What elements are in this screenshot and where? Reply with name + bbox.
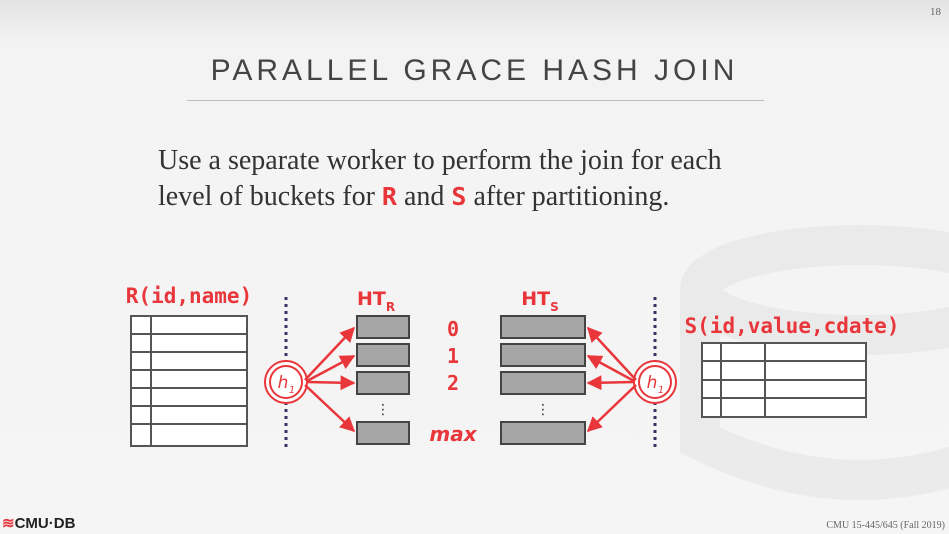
body-line-2-a: level of buckets for [158,181,382,212]
bucket-label-max: max [429,422,477,446]
bucket-label-0: 0 [447,317,459,341]
ht-r-bucket-max [356,421,410,445]
ht-s-bucket-0 [500,315,586,339]
body-line-2-c: after partitioning. [466,181,670,212]
hash-left-symbol: h [278,373,289,393]
ht-s-bucket-1 [500,343,586,367]
table-r [130,315,248,447]
table-r-label: R(id,name) [126,284,252,308]
title-divider [187,100,764,101]
cmu-db-logo: ≋CMU·DB [2,514,75,532]
arrow-right-bucket-2 [586,375,635,391]
arrow-left-bucket-max [304,384,356,433]
hash-left-subscript: 1 [289,385,295,396]
hash-right-symbol: h [647,373,658,393]
logo-text: CMU·DB [14,515,76,532]
ht-r-subscript: R [386,300,395,314]
arrow-left-bucket-0 [304,326,356,381]
slide-footer: CMU 15-445/645 (Fall 2019) [826,520,945,531]
database-watermark-icon [680,225,949,500]
ht-r-label: HT [357,288,386,310]
arrow-right-bucket-1 [586,354,635,383]
bucket-label-1: 1 [447,344,459,368]
body-line-2-b: and [396,181,452,212]
slide-number: 18 [930,6,941,18]
hash-right-subscript: 1 [658,385,664,396]
bucket-label-2: 2 [447,371,459,395]
body-highlight-r: R [381,182,397,211]
table-s [701,342,867,418]
slide-body: Use a separate worker to perform the joi… [158,143,838,215]
svg-text:HTR: HTR [357,288,395,314]
ht-r-bucket-0 [356,315,410,339]
database-logo-icon: ≋ [2,515,15,532]
hash-function-left: h 1 [264,360,308,404]
ht-s-bucket-2 [500,371,586,395]
ht-s-subscript: S [550,300,559,314]
ht-s-bucket-max [500,421,586,445]
arrow-right-bucket-0 [586,326,637,381]
arrow-left-bucket-1 [306,354,356,383]
ht-s-label: HT [521,288,550,310]
arrow-right-bucket-max [586,384,637,433]
slide-title: PARALLEL GRACE HASH JOIN [210,54,739,87]
ht-r-bucket-1 [356,343,410,367]
table-s-label: S(id,value,cdate) [685,314,900,338]
body-line-1: Use a separate worker to perform the joi… [158,145,722,176]
hash-function-right: h 1 [633,360,677,404]
svg-text:HTS: HTS [521,288,559,314]
body-line-2: level of buckets for R and S after parti… [158,179,838,215]
ht-r-ellipsis: ⋮ [376,402,390,418]
arrow-left-bucket-2 [306,375,356,391]
ht-r-bucket-2 [356,371,410,395]
body-highlight-s: S [451,182,467,211]
ht-s-ellipsis: ⋮ [536,402,550,418]
